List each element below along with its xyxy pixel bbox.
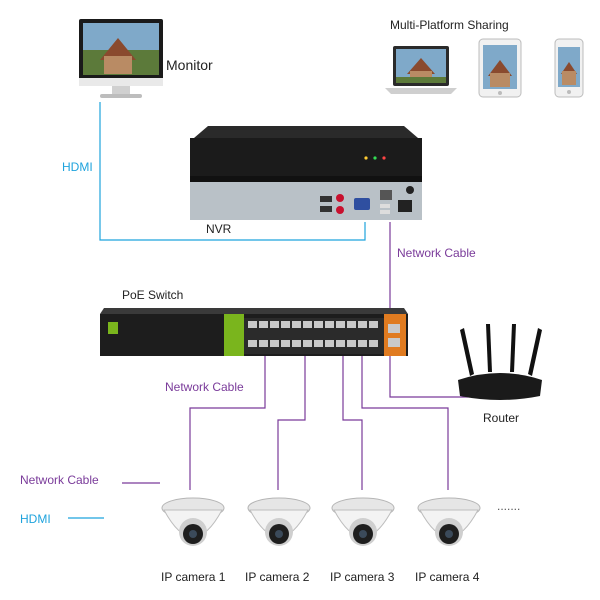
- hdmi-label: HDMI: [62, 160, 93, 174]
- camera-1-cable: [189, 356, 266, 490]
- monitor-label: Monitor: [166, 57, 213, 73]
- ip-camera-1-icon: [161, 497, 225, 546]
- router-icon: [458, 324, 542, 400]
- phone-icon: [554, 38, 584, 98]
- camera-2-cable: [277, 356, 306, 490]
- camera-1-label: IP camera 1: [161, 570, 226, 584]
- network-cable-label-switch: Network Cable: [165, 380, 244, 394]
- ip-camera-4-icon: [417, 497, 481, 546]
- monitor-icon: [79, 19, 163, 98]
- laptop-icon: [385, 46, 457, 94]
- camera-2-label: IP camera 2: [245, 570, 310, 584]
- hdmi-cable-line: [99, 102, 366, 241]
- tablet-icon: [478, 38, 522, 98]
- camera-3-cable: [342, 356, 363, 490]
- nvr-label: NVR: [206, 222, 232, 236]
- legend-network-cable-label: Network Cable: [20, 473, 99, 487]
- network-cable-label-nvr: Network Cable: [397, 246, 476, 260]
- router-label: Router: [483, 411, 520, 425]
- camera-3-label: IP camera 3: [330, 570, 395, 584]
- legend-hdmi-label: HDMI: [20, 512, 51, 526]
- camera-4-cable: [361, 356, 449, 490]
- multi-platform-label: Multi-Platform Sharing: [390, 18, 509, 32]
- ip-camera-2-icon: [247, 497, 311, 546]
- ip-camera-3-icon: [331, 497, 395, 546]
- camera-4-label: IP camera 4: [415, 570, 480, 584]
- network-cable-router-line: [389, 356, 470, 398]
- poe-switch-device-icon: [100, 308, 408, 356]
- nvr-device-icon: [190, 126, 422, 220]
- poe-switch-label: PoE Switch: [122, 288, 184, 302]
- more-cameras-ellipsis: .......: [497, 499, 521, 513]
